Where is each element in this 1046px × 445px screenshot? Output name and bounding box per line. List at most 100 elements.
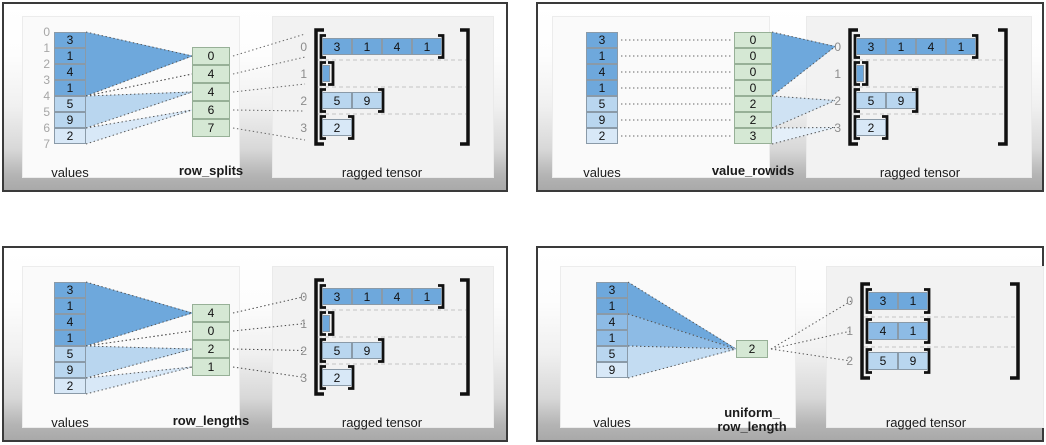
ragged-empty-cell: [322, 315, 330, 332]
encoding-cell: 7: [192, 119, 230, 137]
values-caption: values: [51, 415, 89, 430]
ragged-row-index: 2: [300, 343, 307, 358]
value-cell: 5: [54, 346, 86, 362]
ragged-row-index: 3: [834, 120, 841, 135]
value-cell: 2: [586, 128, 618, 144]
value-cell: 1: [596, 330, 628, 346]
ragged-cell: 2: [322, 369, 352, 386]
ragged-cell: 5: [856, 92, 886, 109]
value-cell: 1: [54, 330, 86, 346]
value-cell: 1: [54, 80, 86, 96]
value-cell: 4: [596, 314, 628, 330]
value-cell: 5: [596, 346, 628, 362]
ragged-tensor-caption: ragged tensor: [341, 165, 423, 180]
ragged-cell: 9: [886, 92, 916, 109]
ragged-row-index: 0: [834, 39, 841, 54]
ragged-cell: 3: [856, 38, 886, 55]
value-cell: 3: [54, 32, 86, 48]
ragged-row-index: 1: [300, 66, 307, 81]
ragged-empty-cell: [322, 65, 330, 82]
value-cell: 5: [54, 96, 86, 112]
ragged-cell: 5: [868, 352, 898, 370]
value-cell: 4: [586, 64, 618, 80]
ragged-row-index: 2: [846, 354, 853, 368]
encoding-cell: 0: [734, 48, 772, 64]
value-index-label: 4: [43, 89, 50, 103]
value-index-label: 5: [43, 105, 50, 119]
ragged-cell: 2: [856, 119, 886, 136]
ragged-tensor-caption: ragged tensor: [885, 415, 967, 430]
encoding-cell: 2: [192, 340, 230, 358]
ragged-row-index: 1: [300, 316, 307, 331]
encoding-cell: 4: [192, 83, 230, 101]
ragged-cell: 9: [352, 342, 382, 359]
encoding-cell: 2: [736, 340, 768, 358]
ragged-tensor-caption: ragged tensor: [879, 165, 961, 180]
value-cell: 4: [54, 314, 86, 330]
ragged-cell: 5: [322, 342, 352, 359]
value-cell: 3: [596, 282, 628, 298]
ragged-tensor-caption: ragged tensor: [341, 415, 423, 430]
encoding-caption: row_splits: [178, 163, 244, 178]
encoding-cell: 0: [192, 322, 230, 340]
encoding-cell: 3: [734, 128, 772, 144]
ragged-cell: 3: [868, 292, 898, 310]
encoding-cell: 0: [192, 47, 230, 65]
encoding-cell: 2: [734, 96, 772, 112]
ragged-row-index: 1: [846, 324, 853, 338]
ragged-cell: 1: [352, 38, 382, 55]
ragged-cell: 4: [868, 322, 898, 340]
encoding-cell: 0: [734, 80, 772, 96]
value-cell: 2: [54, 128, 86, 144]
encoding-caption: row_lengths: [172, 413, 250, 428]
encoding-cell: 1: [192, 358, 230, 376]
value-cell: 2: [54, 378, 86, 394]
encoding-cell: 2: [734, 112, 772, 128]
encoding-caption: value_rowids: [711, 163, 795, 178]
ragged-cell: 1: [946, 38, 976, 55]
ragged-cell: 5: [322, 92, 352, 109]
ragged-cell: 1: [412, 38, 442, 55]
value-cell: 4: [54, 64, 86, 80]
encoding-cell: 0: [734, 32, 772, 48]
ragged-row-index: 0: [300, 289, 307, 304]
ragged-empty-cell: [856, 65, 864, 82]
value-index-label: 2: [43, 57, 50, 71]
value-cell: 3: [54, 282, 86, 298]
value-cell: 9: [54, 362, 86, 378]
ragged-row-index: 2: [834, 93, 841, 108]
ragged-cell: 1: [412, 288, 442, 305]
values-caption: values: [593, 415, 631, 430]
ragged-cell: 9: [352, 92, 382, 109]
value-index-label: 3: [43, 73, 50, 87]
value-cell: 3: [586, 32, 618, 48]
ragged-cell: 1: [898, 322, 928, 340]
value-cell: 1: [54, 298, 86, 314]
value-index-label: 1: [43, 41, 50, 55]
ragged-cell: 3: [322, 288, 352, 305]
ragged-tensor-card: [826, 266, 1044, 428]
ragged-row-index: 0: [300, 39, 307, 54]
value-cell: 1: [586, 80, 618, 96]
ragged-cell: 3: [322, 38, 352, 55]
value-index-label: 6: [43, 121, 50, 135]
ragged-row-index: 1: [834, 66, 841, 81]
ragged-cell: 4: [916, 38, 946, 55]
values-caption: values: [583, 165, 621, 180]
ragged-row-index: 3: [300, 120, 307, 135]
ragged-cell: 1: [352, 288, 382, 305]
value-cell: 9: [596, 362, 628, 378]
ragged-cell: 1: [898, 292, 928, 310]
value-index-label: 0: [43, 25, 50, 39]
value-index-label: 7: [43, 137, 50, 151]
ragged-row-index: 3: [300, 370, 307, 385]
encoding-cell: 0: [734, 64, 772, 80]
encoding-cell: 4: [192, 304, 230, 322]
value-cell: 1: [54, 48, 86, 64]
value-cell: 1: [596, 298, 628, 314]
